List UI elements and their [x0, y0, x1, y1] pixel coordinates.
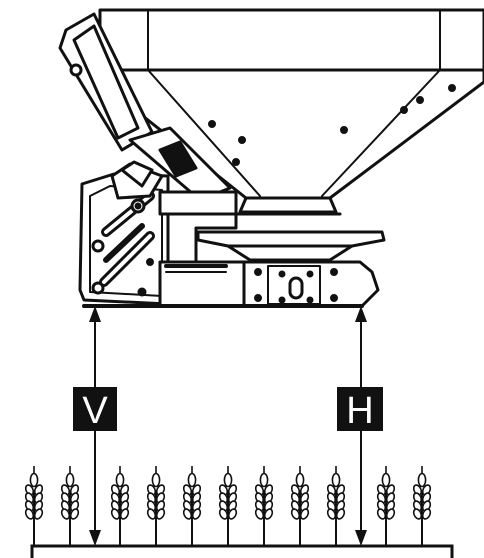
- front-height-label: V: [73, 387, 117, 432]
- wheat-ear-icon: [326, 466, 346, 546]
- rear-height-label: H: [337, 387, 383, 432]
- fertilizer-spreader-icon: [58, 8, 484, 308]
- wheat-ear-icon: [24, 466, 44, 546]
- wheat-ear-icon: [60, 466, 80, 546]
- wheat-ear-icon: [412, 466, 432, 546]
- wheat-ear-icon: [254, 466, 274, 546]
- wheat-ear-icon: [146, 466, 166, 546]
- crop-row: [24, 466, 432, 546]
- wheat-ear-icon: [376, 466, 396, 546]
- svg-text:H: H: [346, 390, 373, 432]
- wheat-ear-icon: [290, 466, 310, 546]
- wheat-ear-icon: [218, 466, 238, 546]
- wheat-ear-icon: [110, 466, 130, 546]
- svg-text:V: V: [82, 390, 108, 432]
- ground-line: [30, 544, 454, 558]
- wheat-ear-icon: [182, 466, 202, 546]
